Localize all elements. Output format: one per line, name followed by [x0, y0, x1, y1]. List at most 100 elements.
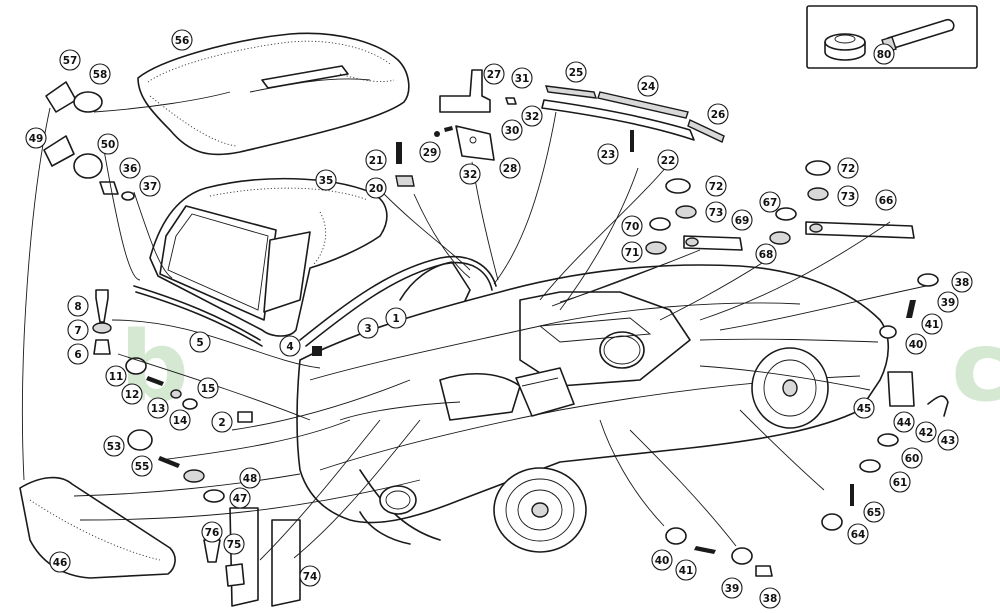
callout-8: 8 [67, 295, 89, 317]
svg-text:14: 14 [173, 415, 188, 427]
svg-text:32: 32 [525, 111, 540, 123]
svg-text:64: 64 [851, 529, 866, 541]
callout-11: 11 [105, 365, 127, 387]
callout-3: 3 [357, 317, 379, 339]
callout-38a: 38 [951, 271, 973, 293]
callout-42: 42 [915, 421, 937, 443]
trim-strips [541, 85, 725, 143]
callout-13: 13 [147, 397, 169, 419]
svg-text:75: 75 [227, 539, 242, 551]
svg-text:22: 22 [661, 155, 676, 167]
callout-24: 24 [637, 75, 659, 97]
front-wheel [493, 467, 587, 553]
svg-text:45: 45 [857, 403, 872, 415]
callout-30: 30 [501, 119, 523, 141]
rear-deck-panels [683, 221, 915, 251]
svg-text:3: 3 [364, 323, 371, 335]
svg-text:74: 74 [303, 571, 318, 583]
svg-text:24: 24 [641, 81, 656, 93]
svg-text:68: 68 [759, 249, 774, 261]
svg-text:66: 66 [879, 195, 894, 207]
callout-40b: 40 [651, 549, 673, 571]
callout-5: 5 [189, 331, 211, 353]
callouts: 1 2 3 4 5 6 7 8 11 12 13 14 15 20 21 22 … [25, 29, 973, 609]
callout-29: 29 [419, 141, 441, 163]
svg-text:53: 53 [107, 441, 122, 453]
callout-41b: 41 [675, 559, 697, 581]
callout-39b: 39 [721, 577, 743, 599]
callout-38b: 38 [759, 587, 781, 609]
svg-text:7: 7 [74, 325, 81, 337]
svg-text:40: 40 [909, 339, 924, 351]
callout-12: 12 [121, 383, 143, 405]
svg-text:57: 57 [63, 55, 78, 67]
callout-69: 69 [731, 209, 753, 231]
svg-text:44: 44 [897, 417, 912, 429]
callout-49: 49 [25, 127, 47, 149]
callout-74: 74 [299, 565, 321, 587]
callout-47: 47 [229, 487, 251, 509]
svg-text:29: 29 [423, 147, 438, 159]
callout-32b: 32 [459, 163, 481, 185]
svg-text:41: 41 [679, 565, 694, 577]
callout-71: 71 [621, 241, 643, 263]
svg-text:39: 39 [941, 297, 956, 309]
callout-70: 70 [621, 215, 643, 237]
callout-36: 36 [119, 157, 141, 179]
seat [515, 367, 575, 417]
callout-21: 21 [365, 149, 387, 171]
svg-text:73: 73 [841, 191, 856, 203]
callout-50: 50 [97, 133, 119, 155]
svg-text:65: 65 [867, 507, 882, 519]
rear-wheel [751, 347, 829, 429]
svg-text:6: 6 [74, 349, 81, 361]
svg-text:72: 72 [709, 181, 724, 193]
svg-text:72: 72 [841, 163, 856, 175]
svg-text:61: 61 [893, 477, 908, 489]
callout-67: 67 [759, 191, 781, 213]
svg-text:12: 12 [125, 389, 140, 401]
callout-46: 46 [49, 551, 71, 573]
svg-text:23: 23 [601, 149, 616, 161]
svg-text:80: 80 [877, 49, 892, 61]
callout-61: 61 [889, 471, 911, 493]
callout-39a: 39 [937, 291, 959, 313]
svg-text:48: 48 [243, 473, 258, 485]
hinge-bracket [434, 69, 517, 161]
door-panels [229, 507, 301, 607]
callout-64: 64 [847, 523, 869, 545]
svg-text:70: 70 [625, 221, 640, 233]
callout-27: 27 [483, 63, 505, 85]
svg-text:32: 32 [463, 169, 478, 181]
callout-65: 65 [863, 501, 885, 523]
svg-text:31: 31 [515, 73, 530, 85]
callout-14: 14 [169, 409, 191, 431]
rear-valance [19, 476, 176, 579]
callout-28: 28 [499, 157, 521, 179]
callout-68: 68 [755, 243, 777, 265]
svg-text:50: 50 [101, 139, 116, 151]
svg-text:11: 11 [109, 371, 124, 383]
svg-text:20: 20 [369, 183, 384, 195]
svg-text:36: 36 [123, 163, 138, 175]
callout-58: 58 [89, 63, 111, 85]
svg-text:76: 76 [205, 527, 220, 539]
svg-text:38: 38 [955, 277, 970, 289]
svg-text:15: 15 [201, 383, 216, 395]
callout-73b: 73 [837, 185, 859, 207]
callout-57: 57 [59, 49, 81, 71]
hard-top-shell [137, 32, 410, 156]
svg-text:43: 43 [941, 435, 956, 447]
svg-text:56: 56 [175, 35, 190, 47]
svg-text:1: 1 [392, 313, 399, 325]
callout-6: 6 [67, 343, 89, 365]
callout-45: 45 [853, 397, 875, 419]
callout-31: 31 [511, 67, 533, 89]
svg-text:25: 25 [569, 67, 584, 79]
callout-60: 60 [901, 447, 923, 469]
svg-text:42: 42 [919, 427, 934, 439]
callout-20: 20 [365, 177, 387, 199]
svg-text:2: 2 [218, 417, 225, 429]
car-front [359, 485, 417, 545]
